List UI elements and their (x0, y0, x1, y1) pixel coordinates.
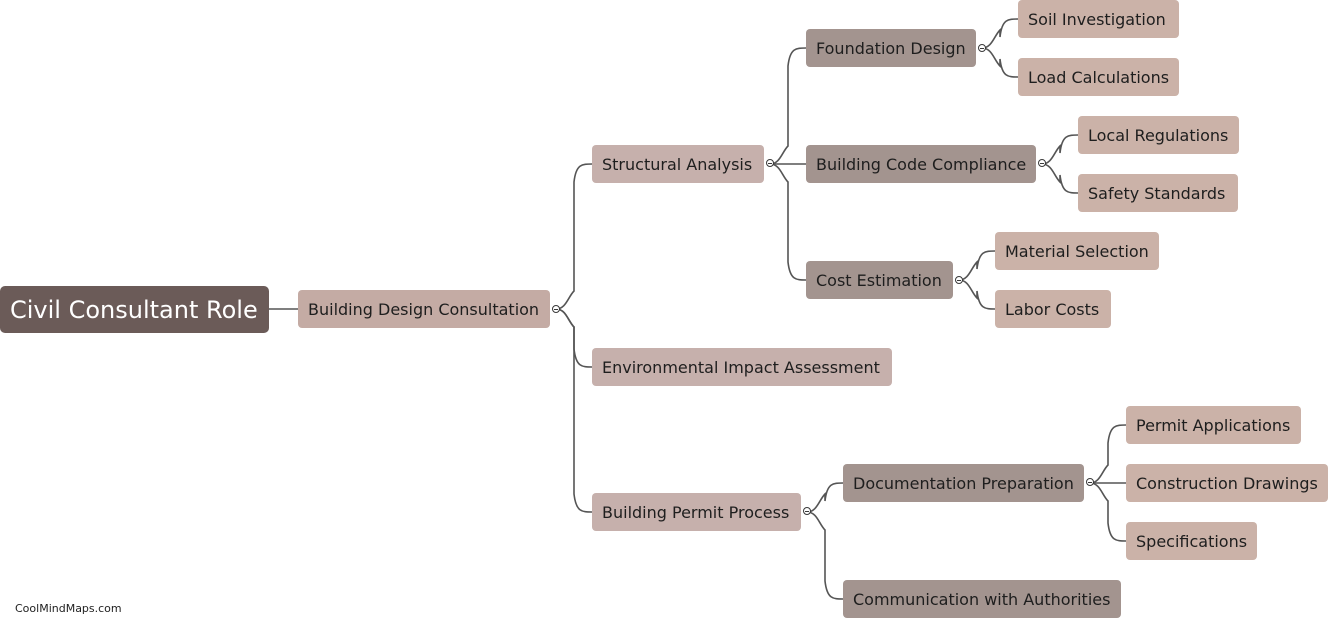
root-node-civil-consultant-role[interactable]: Civil Consultant Role (0, 286, 269, 333)
node-construction-drawings[interactable]: Construction Drawings (1126, 464, 1328, 502)
collapse-toggle-icon[interactable] (978, 44, 986, 52)
node-communication-with-authorities[interactable]: Communication with Authorities (843, 580, 1121, 618)
node-environmental-impact-assessment[interactable]: Environmental Impact Assessment (592, 348, 892, 386)
node-material-selection[interactable]: Material Selection (995, 232, 1159, 270)
collapse-toggle-icon[interactable] (1038, 159, 1046, 167)
connector-line (555, 308, 593, 513)
node-building-permit-process[interactable]: Building Permit Process (592, 493, 801, 531)
node-building-code-compliance[interactable]: Building Code Compliance (806, 145, 1036, 183)
branding-text: CoolMindMaps.com (15, 602, 122, 615)
node-safety-standards[interactable]: Safety Standards (1078, 174, 1238, 212)
node-cost-estimation[interactable]: Cost Estimation (806, 261, 953, 299)
collapse-toggle-icon[interactable] (955, 276, 963, 284)
connector-line (1089, 424, 1127, 484)
node-permit-applications[interactable]: Permit Applications (1126, 406, 1301, 444)
node-labor-costs[interactable]: Labor Costs (995, 290, 1111, 328)
connector-line (806, 511, 844, 600)
connector-line (958, 250, 996, 281)
collapse-toggle-icon[interactable] (766, 159, 774, 167)
node-load-calculations[interactable]: Load Calculations (1018, 58, 1179, 96)
connector-line (1089, 482, 1127, 542)
node-specifications[interactable]: Specifications (1126, 522, 1257, 560)
node-documentation-preparation[interactable]: Documentation Preparation (843, 464, 1084, 502)
collapse-toggle-icon[interactable] (552, 305, 560, 313)
node-building-design-consultation[interactable]: Building Design Consultation (298, 290, 550, 328)
collapse-toggle-icon[interactable] (803, 507, 811, 515)
connector-line (981, 18, 1019, 49)
connector-line (769, 47, 807, 165)
collapse-toggle-icon[interactable] (1086, 478, 1094, 486)
connector-line (981, 47, 1019, 78)
node-structural-analysis[interactable]: Structural Analysis (592, 145, 764, 183)
connector-line (958, 279, 996, 310)
connector-line (769, 163, 807, 281)
connector-line (1041, 134, 1079, 165)
node-soil-investigation[interactable]: Soil Investigation (1018, 0, 1179, 38)
node-local-regulations[interactable]: Local Regulations (1078, 116, 1239, 154)
connector-line (806, 482, 844, 513)
node-foundation-design[interactable]: Foundation Design (806, 29, 976, 67)
connector-line (555, 163, 593, 310)
connector-line (1041, 163, 1079, 194)
